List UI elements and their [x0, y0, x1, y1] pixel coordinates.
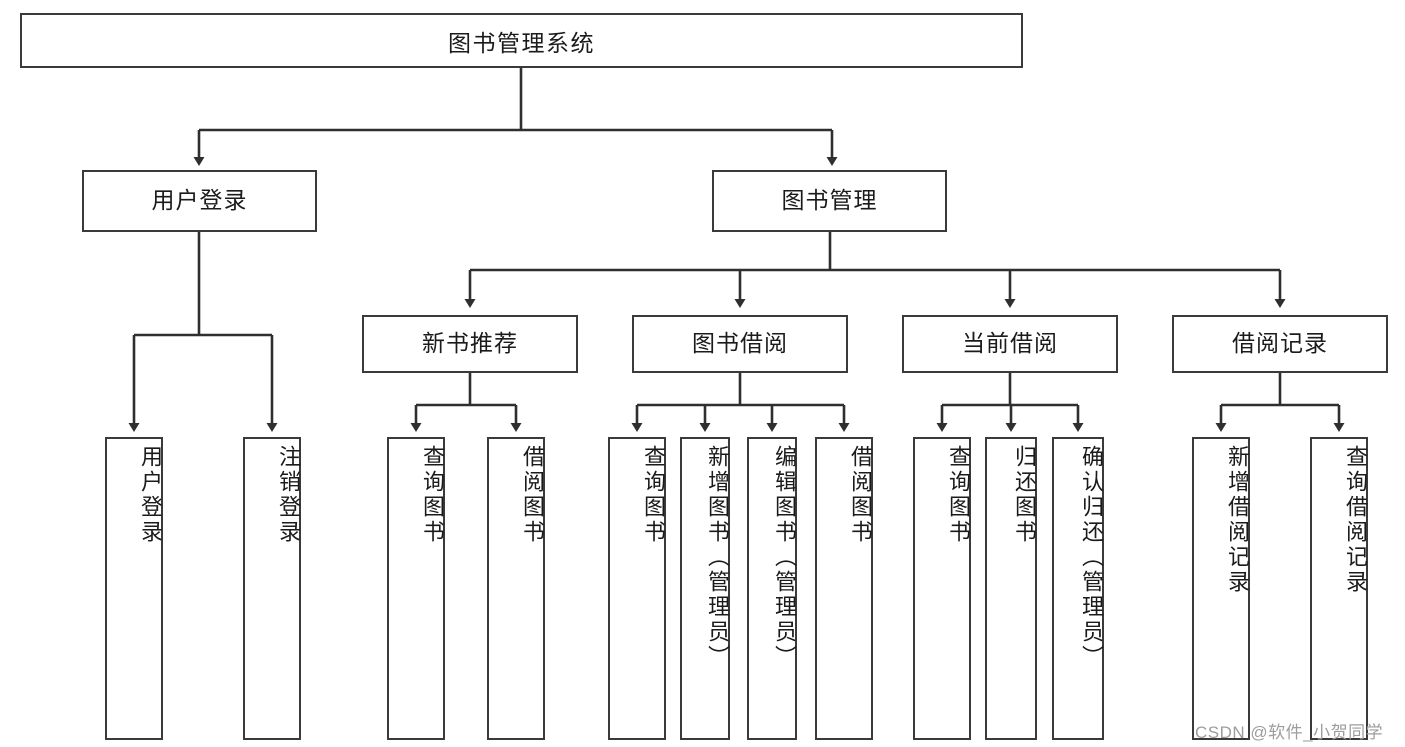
- leaf-query-book-1-label: 查询图书: [420, 445, 445, 545]
- leaf-query-record-label: 查询借阅记录: [1343, 445, 1368, 595]
- node-new-book-rec[interactable]: 新书推荐: [362, 315, 578, 373]
- node-user-login-label: 用户登录: [151, 187, 248, 214]
- csdn-watermark: CSDN @软件_小贺同学: [1195, 723, 1384, 742]
- node-root[interactable]: 图书管理系统: [20, 13, 1023, 68]
- leaf-return-book-label: 归还图书: [1012, 445, 1037, 545]
- node-user-login[interactable]: 用户登录: [82, 170, 317, 232]
- leaf-borrow-book-2-label: 借阅图书: [848, 445, 873, 545]
- node-book-borrow-label: 图书借阅: [692, 330, 788, 357]
- leaf-query-record[interactable]: 查询借阅记录: [1310, 437, 1368, 740]
- leaf-borrow-book-2[interactable]: 借阅图书: [815, 437, 873, 740]
- leaf-add-record-label: 新增借阅记录: [1225, 445, 1250, 595]
- node-current-borrow[interactable]: 当前借阅: [902, 315, 1118, 373]
- leaf-confirm-return[interactable]: 确认归还（管理员）: [1052, 437, 1104, 740]
- leaf-query-book-2[interactable]: 查询图书: [608, 437, 666, 740]
- leaf-user-login[interactable]: 用户登录: [105, 437, 163, 740]
- leaf-user-logout[interactable]: 注销登录: [243, 437, 301, 740]
- leaf-query-book-3[interactable]: 查询图书: [913, 437, 971, 740]
- leaf-confirm-return-label: 确认归还（管理员）: [1079, 445, 1104, 670]
- leaf-add-record[interactable]: 新增借阅记录: [1192, 437, 1250, 740]
- leaf-return-book[interactable]: 归还图书: [985, 437, 1037, 740]
- node-book-manage-label: 图书管理: [781, 187, 878, 214]
- node-new-book-rec-label: 新书推荐: [422, 330, 518, 357]
- node-borrow-record[interactable]: 借阅记录: [1172, 315, 1388, 373]
- leaf-query-book-3-label: 查询图书: [946, 445, 971, 545]
- leaf-user-login-label: 用户登录: [138, 445, 163, 545]
- leaf-user-logout-label: 注销登录: [276, 445, 301, 545]
- node-book-borrow[interactable]: 图书借阅: [632, 315, 848, 373]
- leaf-borrow-book-1-label: 借阅图书: [520, 445, 545, 545]
- leaf-edit-book-label: 编辑图书（管理员）: [772, 445, 797, 670]
- leaf-add-book-label: 新增图书（管理员）: [705, 445, 730, 670]
- node-current-borrow-label: 当前借阅: [962, 330, 1058, 357]
- leaf-edit-book[interactable]: 编辑图书（管理员）: [747, 437, 797, 740]
- node-root-label: 图书管理系统: [448, 29, 595, 56]
- leaf-borrow-book-1[interactable]: 借阅图书: [487, 437, 545, 740]
- leaf-query-book-1[interactable]: 查询图书: [387, 437, 445, 740]
- leaf-add-book[interactable]: 新增图书（管理员）: [680, 437, 730, 740]
- node-book-manage[interactable]: 图书管理: [712, 170, 947, 232]
- leaf-query-book-2-label: 查询图书: [641, 445, 666, 545]
- node-borrow-record-label: 借阅记录: [1232, 330, 1328, 357]
